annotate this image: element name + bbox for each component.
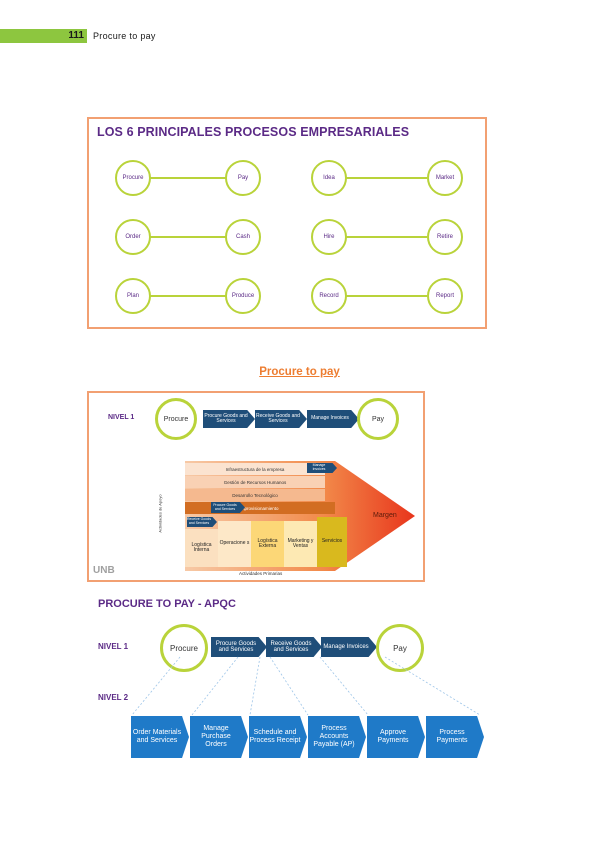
level2-process-box: Process Payments — [426, 716, 484, 758]
support-activity-bar: Gestión de Recursos Humanos — [185, 476, 325, 488]
figure-six-processes: LOS 6 PRINCIPALES PROCESOS EMPRESARIALES… — [87, 117, 487, 329]
support-activity-bar: Infraestructura de la empresa — [185, 463, 325, 475]
primary-activity: Marketing y Ventas — [284, 521, 317, 567]
level2-process-box: Schedule and Process Receipt — [249, 716, 307, 758]
level-label: NIVEL 2 — [98, 693, 129, 702]
level-connector-lines — [131, 656, 481, 716]
figure-title: PROCURE TO PAY - APQC — [98, 598, 236, 610]
level-label: NIVEL 1 — [108, 414, 135, 421]
support-activity-bar: Desarrollo Tecnológico — [185, 489, 325, 501]
connector-line — [137, 177, 233, 179]
process-node-left: Plan — [115, 278, 151, 314]
connector-line — [137, 295, 233, 297]
unb-logo: UNB — [93, 565, 115, 576]
support-activity-bar: Aprovisionamiento — [185, 502, 335, 514]
step-arrow: Procure Goods and Services — [211, 637, 267, 657]
level2-process-box: Approve Payments — [367, 716, 425, 758]
process-node-left: Record — [311, 278, 347, 314]
connector-line — [137, 236, 233, 238]
header-accent-bar — [0, 29, 87, 43]
support-axis-label: Actividades de Apoyo — [157, 494, 163, 533]
end-circle: Pay — [357, 398, 399, 440]
process-node-right: Report — [427, 278, 463, 314]
primary-activity: Servicios — [317, 517, 347, 567]
process-node-left: Hire — [311, 219, 347, 255]
step-arrow: Receive Goods and Services — [266, 637, 322, 657]
level2-process-box: Process Accounts Payable (AP) — [308, 716, 366, 758]
process-node-right: Pay — [225, 160, 261, 196]
step-arrow: Procure Goods and Services — [203, 410, 255, 428]
connector-line — [331, 236, 427, 238]
process-node-left: Idea — [311, 160, 347, 196]
start-circle: Procure — [160, 624, 208, 672]
start-circle: Procure — [155, 398, 197, 440]
manage-invoices-tag: Manage Invoices — [307, 463, 337, 473]
page-number: 111 — [68, 30, 84, 41]
process-node-left: Order — [115, 219, 151, 255]
end-circle: Pay — [376, 624, 424, 672]
level2-process-box: Manage Purchase Orders — [190, 716, 248, 758]
level-label: NIVEL 1 — [98, 642, 129, 651]
level2-process-box: Order Materials and Services — [131, 716, 189, 758]
primary-activity: Logística Externa — [251, 521, 284, 567]
primary-axis-label: Actividades Primarias — [239, 571, 283, 576]
figure-procure-to-pay-value-chain: NIVEL 1 Procure Procure Goods and Servic… — [87, 391, 425, 582]
step-arrow: Receive Goods and Services — [255, 410, 307, 428]
running-header-title: Procure to pay — [93, 31, 156, 41]
step-arrow: Manage Invoices — [321, 637, 377, 657]
procure-tag: Procure Goods and Services — [211, 502, 245, 513]
margin-label: Margen — [373, 512, 397, 519]
process-node-right: Cash — [225, 219, 261, 255]
step-arrow: Manage Invoices — [307, 410, 359, 428]
process-node-left: Procure — [115, 160, 151, 196]
figure-title: LOS 6 PRINCIPALES PROCESOS EMPRESARIALES — [97, 125, 410, 139]
process-node-right: Market — [427, 160, 463, 196]
primary-activity: Operacione s — [218, 521, 251, 567]
connector-line — [331, 295, 427, 297]
process-node-right: Retire — [427, 219, 463, 255]
primary-activity: Logística Interna — [185, 529, 218, 567]
receive-tag: Receive Goods and Services — [187, 517, 217, 527]
process-node-right: Produce — [225, 278, 261, 314]
section-title: Procure to pay — [259, 366, 340, 378]
connector-line — [331, 177, 427, 179]
